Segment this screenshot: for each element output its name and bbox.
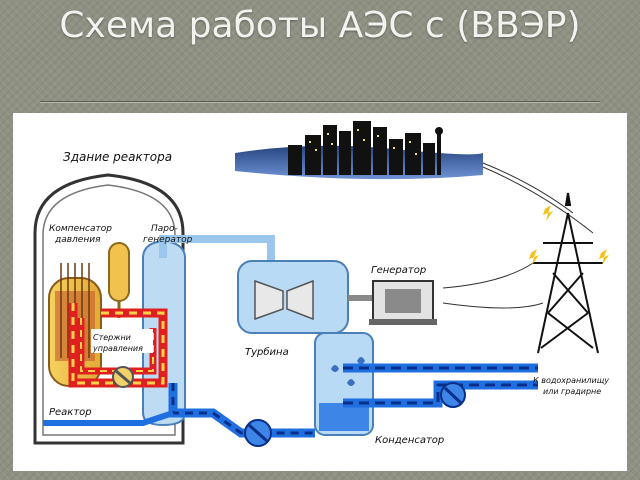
primary-pump-icon (112, 366, 134, 388)
condenser (314, 332, 374, 436)
transmission-tower (533, 192, 603, 354)
npp-diagram: Здание реактора Компенсатор давления Пар… (13, 113, 627, 471)
label-condenser: Конденсатор (375, 435, 444, 446)
slide-title: Схема работы АЭС с (ВВЭР) (59, 5, 581, 46)
generator (369, 280, 437, 325)
label-pressurizer-2: давления (54, 235, 101, 245)
city-skyline (235, 121, 483, 180)
cooling-water-loop (343, 363, 538, 408)
feed-pump-icon (244, 419, 272, 447)
label-pressurizer-1: Компенсатор (49, 224, 112, 234)
power-lines (442, 162, 594, 309)
turbine (237, 260, 388, 334)
label-control-rods-1: Стержни (93, 333, 131, 342)
label-outlet-2: или градирне (543, 387, 601, 396)
title-divider (40, 101, 600, 102)
label-steam-gen-2: генератор (143, 235, 193, 245)
lightning-icon (529, 205, 609, 265)
steam-pipe (159, 235, 275, 261)
label-outlet-1: К водохранилищу (533, 376, 609, 385)
npp-diagram-svg: Здание реактора Компенсатор давления Пар… (33, 121, 609, 447)
label-reactor-building: Здание реактора (63, 150, 172, 164)
cooling-pump-icon (440, 382, 466, 408)
label-generator: Генератор (371, 265, 426, 276)
label-reactor: Реактор (49, 407, 92, 418)
label-steam-gen-1: Паро- (151, 224, 178, 234)
label-turbine: Турбина (245, 346, 289, 358)
control-rods-label-box (91, 329, 153, 353)
label-control-rods-2: управления (92, 344, 143, 353)
pressurizer (108, 242, 130, 318)
